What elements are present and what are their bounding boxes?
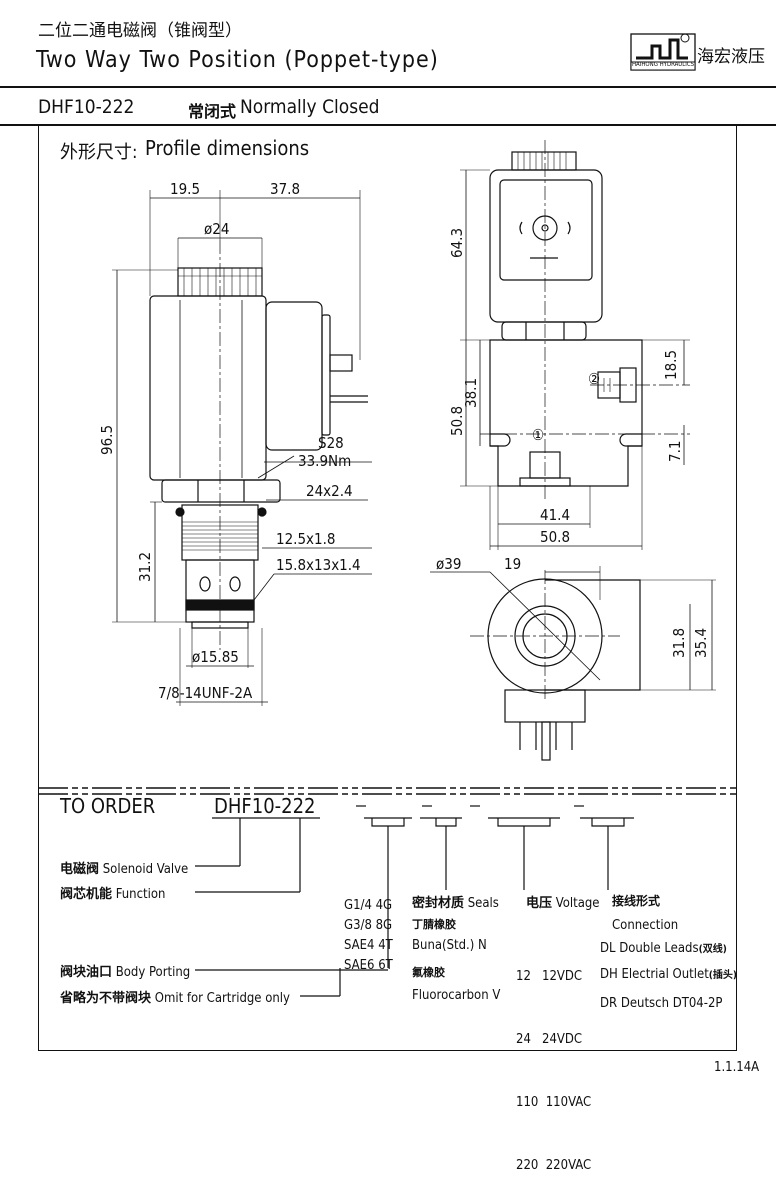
port-1-label: ①	[532, 426, 544, 444]
port-option: SAE6 6T	[344, 958, 393, 973]
dim-96-5: 96.5	[98, 425, 116, 455]
voltage-option: 220 220VAC	[516, 1158, 592, 1173]
logo-subtitle: HAIHONG HYDRAULICS	[632, 61, 695, 68]
voltage-option: 110 110VAC	[516, 1095, 592, 1110]
order-code-suffix: 222	[281, 794, 316, 818]
voltage-option: 12 12VDC	[516, 969, 583, 984]
function-label: 阀芯机能 Function	[60, 887, 166, 902]
dim-31-8: 31.8	[670, 628, 688, 658]
voltage-option: 24 24VDC	[516, 1032, 583, 1047]
dim-dia-39: ø39	[436, 555, 461, 573]
header-divider	[0, 86, 776, 88]
profile-title-cn: 外形尺寸:	[60, 142, 138, 163]
dim-thread: 7/8-14UNF-2A	[158, 684, 253, 702]
dim-50-8-horizontal: 50.8	[540, 528, 570, 546]
dim-dia-15-85: ø15.85	[192, 648, 239, 666]
dim-35-4: 35.4	[692, 628, 710, 658]
dim-oring-2: 12.5x1.8	[276, 530, 335, 548]
connection-header-en: Connection	[612, 918, 679, 933]
dim-64-3: 64.3	[448, 228, 466, 258]
to-order-label: TO ORDER	[60, 794, 156, 818]
dim-s28: S28	[318, 434, 344, 452]
title-cn: 二位二通电磁阀（锥阀型）	[38, 21, 242, 41]
omit-label: 省略为不带阀块 Omit for Cartridge only	[60, 991, 290, 1006]
frame-left	[38, 125, 39, 1050]
coil-body	[149, 295, 267, 481]
subheader-divider	[0, 124, 776, 126]
profile-title-en: Profile dimensions	[145, 136, 310, 160]
model-code: DHF10-222	[38, 96, 135, 118]
coil-connector	[265, 301, 323, 451]
page-number: 1.1.14A	[714, 1060, 760, 1075]
order-code-prefix: DHF10-	[214, 794, 282, 818]
dim-dia-24: ø24	[204, 220, 229, 238]
dim-41-4: 41.4	[540, 506, 570, 524]
conn-dh: DH Electrial Outlet(插头)	[600, 967, 738, 982]
dim-19-5: 19.5	[170, 180, 200, 198]
dim-31-2: 31.2	[136, 552, 154, 582]
fluoro-cn: 氟橡胶	[412, 966, 445, 979]
dim-19: 19	[504, 555, 521, 573]
port-option: SAE4 4T	[344, 938, 393, 953]
nc-label-cn: 常闭式	[188, 102, 237, 121]
technical-drawing: 19.5 37.8 ø24 96.5 S28 33.9Nm 24x2.4 31.…	[38, 140, 736, 997]
voltage-header: 电压 Voltage	[526, 896, 600, 911]
hex-nut	[161, 479, 281, 503]
dim-50-8-vertical: 50.8	[448, 406, 466, 436]
dim-oring-3: 15.8x13x1.4	[276, 556, 361, 574]
port-option: G3/8 8G	[344, 918, 393, 933]
dim-37-8: 37.8	[270, 180, 300, 198]
porting-options: G1/4 4G G3/8 8G SAE4 4T SAE6 6T	[344, 896, 393, 976]
seals-header: 密封材质 Seals	[412, 896, 499, 911]
port-option: G1/4 4G	[344, 898, 393, 913]
coil-front	[489, 169, 603, 323]
body-porting-label: 阀块油口 Body Porting	[60, 965, 191, 980]
voltage-options: 12 12VDC 24 24VDC 110 110VAC 220 220VAC	[516, 924, 591, 1197]
dim-18-5: 18.5	[662, 350, 680, 380]
dim-torque: 33.9Nm	[298, 452, 351, 470]
port-2-label: ②	[588, 370, 600, 388]
conn-dr: DR Deutsch DT04-2P	[600, 996, 723, 1011]
buna-cn: 丁腈橡胶	[412, 918, 456, 931]
title-en: Two Way Two Position (Poppet-type)	[36, 47, 439, 73]
buna-option: Buna(Std.) N	[412, 938, 487, 953]
logo-cn-text: 海宏液压	[697, 47, 765, 67]
company-logo: HAIHONG HYDRAULICS 海宏液压	[630, 28, 765, 72]
dim-7-1: 7.1	[666, 441, 684, 462]
frame-right	[736, 125, 737, 1050]
solenoid-label: 电磁阀 Solenoid Valve	[60, 862, 189, 877]
order-code: DHF10-222	[214, 794, 315, 818]
dim-38-1: 38.1	[462, 378, 480, 408]
valve-block	[489, 339, 643, 487]
connection-header-cn: 接线形式	[612, 894, 661, 908]
fluoro-option: Fluorocarbon V	[412, 988, 501, 1003]
frame-bottom	[38, 1050, 737, 1051]
nc-label-en: Normally Closed	[240, 96, 380, 118]
dim-oring-1: 24x2.4	[306, 482, 353, 500]
conn-dl: DL Double Leads(双线)	[600, 941, 727, 956]
